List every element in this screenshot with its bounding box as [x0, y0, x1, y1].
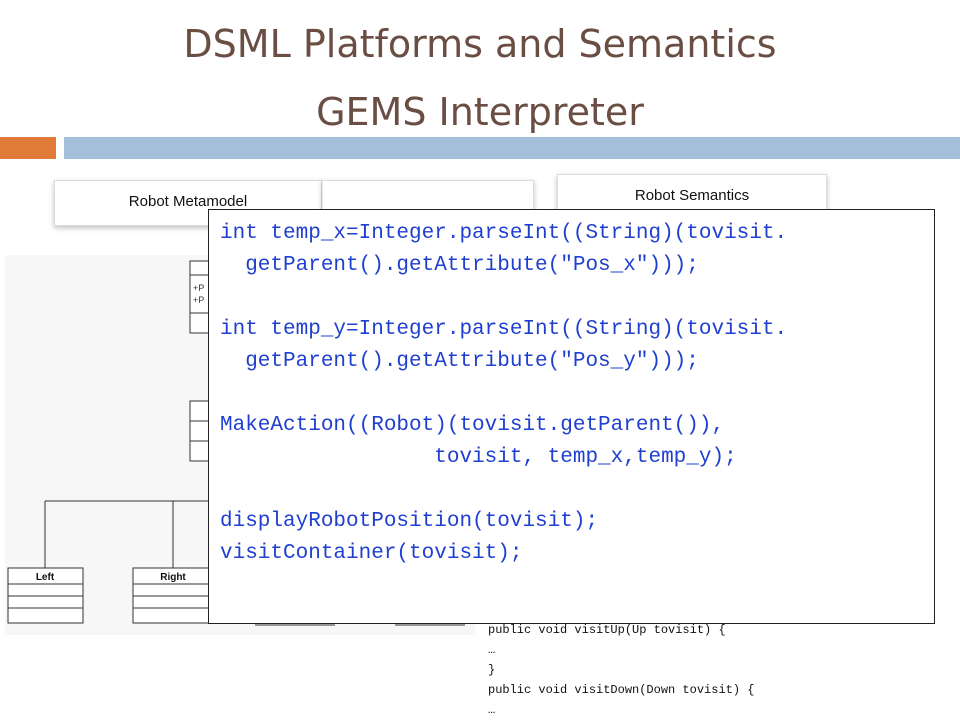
slide-title: DSML Platforms and Semantics GEMS Interp…: [0, 0, 960, 135]
title-line-2: GEMS Interpreter: [316, 90, 644, 134]
background-code-line: public void visitUp(Up tovisit) {: [488, 623, 726, 637]
background-code-snippet: public void visitUp(Up tovisit) { … } pu…: [488, 620, 948, 720]
tab-robot-semantics-label: Robot Semantics: [634, 187, 750, 204]
popup-code-line: int temp_x=Integer.parseInt((String)(tov…: [220, 222, 788, 245]
popup-code-line: getParent().getAttribute("Pos_x")));: [220, 254, 699, 277]
background-code-line: …: [488, 703, 496, 717]
popup-code-line: MakeAction((Robot)(tovisit.getParent()),: [220, 414, 725, 437]
tab-robot-metamodel[interactable]: Robot Metamodel: [54, 180, 322, 226]
code-popup: int temp_x=Integer.parseInt((String)(tov…: [208, 209, 935, 624]
tab-robot-metamodel-label: Robot Metamodel: [128, 193, 248, 210]
background-code-line: public void visitDown(Down tovisit) {: [488, 683, 755, 697]
popup-code-line: displayRobotPosition(tovisit);: [220, 510, 599, 533]
popup-code-line: int temp_y=Integer.parseInt((String)(tov…: [220, 318, 788, 341]
popup-code-line: tovisit, temp_x,temp_y);: [220, 446, 737, 469]
title-line-1: DSML Platforms and Semantics: [183, 22, 777, 66]
background-code-line: }: [488, 663, 496, 677]
popup-code-line: visitContainer(tovisit);: [220, 542, 523, 565]
uml-class-right: Right: [132, 567, 214, 624]
popup-code-line: getParent().getAttribute("Pos_y")));: [220, 350, 699, 373]
uml-class-right-label: Right: [160, 572, 186, 583]
uml-attribute-2: +P: [193, 295, 204, 305]
background-code-line: …: [488, 643, 496, 657]
uml-inheritance-lines: [44, 500, 215, 568]
uml-class-left: Left: [7, 567, 84, 624]
accent-bar-blue: [64, 137, 960, 159]
uml-attribute-1: +P: [193, 283, 204, 293]
uml-class-left-label: Left: [36, 572, 55, 583]
accent-bar-orange: [0, 137, 56, 159]
